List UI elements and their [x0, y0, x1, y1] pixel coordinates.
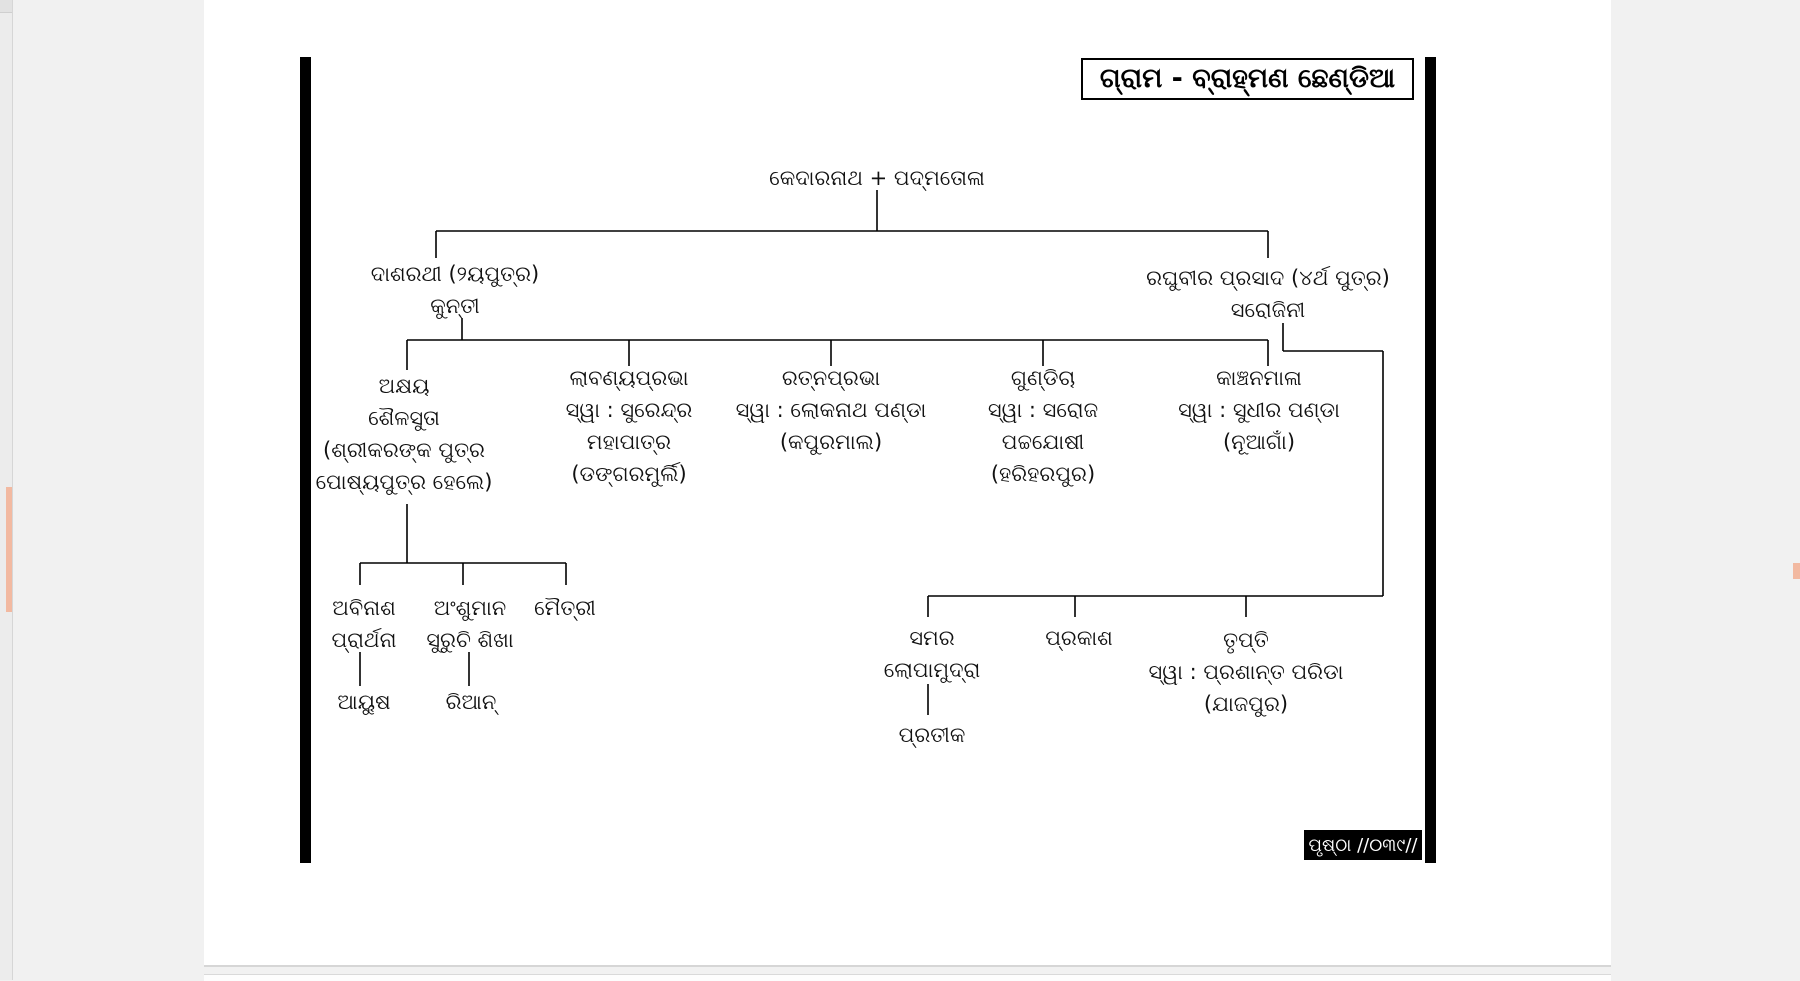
person-anshuman: ଅଂଶୁମାନ ସୁରୁଚି ଶିଖା [426, 592, 513, 656]
right-scroll-marker[interactable] [1793, 563, 1800, 579]
person-line: ଲାବଣ୍ୟପ୍ରଭା [569, 366, 689, 390]
person-line: ପ୍ରତୀକ [898, 723, 966, 747]
person-pratik: ପ୍ରତୀକ [899, 719, 966, 751]
person-ratnaprabha: ରତ୍ନପ୍ରଭା ସ୍ୱା : ଲୋକନାଥ ପଣ୍ଡା (କପୁରମାଲ) [736, 362, 927, 458]
person-line: ସ୍ୱା : ସରୋଜ [987, 398, 1099, 422]
person-line: ପ୍ରାର୍ଥନା [331, 628, 397, 652]
person-line: ଅଂଶୁମାନ [433, 596, 507, 620]
person-samar: ସମର ଲୋପାମୁଦ୍ରା [884, 622, 981, 686]
person-line: ଅବିନାଶ [332, 596, 396, 620]
page-number: ପୃଷ୍ଠା //୦୩୯// [1304, 830, 1422, 860]
person-raghubir: ରଘୁବୀର ପ୍ରସାଦ (୪ର୍ଥ ପୁତ୍ର) ସରୋଜିନୀ [1146, 262, 1390, 326]
person-line: ରଘୁବୀର ପ୍ରସାଦ (୪ର୍ଥ ପୁତ୍ର) [1146, 266, 1390, 290]
left-scroll-marker[interactable] [6, 487, 12, 612]
person-line: ସ୍ୱା : ସୁଧୀର ପଣ୍ଡା [1178, 398, 1340, 422]
person-kanchanamala: କାଞ୍ଚନମାଳା ସ୍ୱା : ସୁଧୀର ପଣ୍ଡା (ନୂଆଗାଁ) [1178, 362, 1340, 458]
next-page-edge [204, 974, 1611, 981]
person-line: ଦାଶରଥୀ (୨ୟପୁତ୍ର) [370, 262, 540, 286]
person-line: ଅକ୍ଷୟ [378, 374, 430, 398]
person-tripti: ତୃପ୍ତି ସ୍ୱା : ପ୍ରଶାନ୍ତ ପରିଡା (ଯାଜପୁର) [1149, 624, 1344, 720]
person-line: ଆୟୁଷ [337, 690, 391, 714]
person-line: ପ୍ରକାଶ [1045, 626, 1113, 650]
person-labanyaprabha: ଲାବଣ୍ୟପ୍ରଭା ସ୍ୱା : ସୁରେନ୍ଦ୍ର ମହାପାତ୍ର (ଡ… [566, 362, 693, 490]
person-abinash: ଅବିନାଶ ପ୍ରାର୍ଥନା [332, 592, 397, 656]
person-line: ରତ୍ନପ୍ରଭା [781, 366, 881, 390]
person-line: ତୃପ୍ତି [1223, 628, 1269, 652]
person-line: ମୈତ୍ରୀ [534, 596, 596, 620]
person-line: ସ୍ୱା : ପ୍ରଶାନ୍ତ ପରିଡା [1148, 660, 1344, 684]
person-line: (ହରିହରପୁର) [990, 462, 1096, 486]
person-line: (ଡଙ୍ଗରମୁର୍ଲି) [571, 462, 687, 486]
person-prakash: ପ୍ରକାଶ [1045, 622, 1113, 654]
person-rian: ରିଆନ୍ [446, 686, 497, 718]
left-border-bar [300, 57, 311, 863]
person-line: ମହାପାତ୍ର [586, 430, 672, 454]
person-line: (କପୁରମାଲ) [779, 430, 883, 454]
person-root-couple: କେଦାରନାଥ + ପଦ୍ମତୋଳା [769, 162, 985, 194]
person-line: ରିଆନ୍ [445, 690, 497, 714]
person-dasarathi: ଦାଶରଥୀ (୨ୟପୁତ୍ର) କୁନ୍ତୀ [371, 258, 540, 322]
person-line: ସୁରୁଚି ଶିଖା [426, 628, 514, 652]
person-maitri: ମୈତ୍ରୀ [534, 592, 596, 624]
person-line: ଗୁଣ୍ଡିଚା [1010, 366, 1076, 390]
person-line: କାଞ୍ଚନମାଳା [1216, 366, 1302, 390]
right-border-bar [1425, 57, 1436, 863]
document-page [204, 0, 1611, 967]
person-ayush: ଆୟୁଷ [337, 686, 390, 718]
person-line: ପୋଷ୍ୟପୁତ୍ର ହେଲେ) [315, 470, 493, 494]
person-line: ସରୋଜିନୀ [1230, 298, 1306, 322]
person-line: (ଶ୍ରୀକରଙ୍କ ପୁତ୍ର [323, 438, 485, 462]
left-panel-tab[interactable] [0, 0, 12, 13]
page-title: ଗ୍ରାମ - ବ୍ରାହ୍ମଣ ଛେଣ୍ଡିଆ [1081, 58, 1414, 100]
person-line: ସ୍ୱା : ସୁରେନ୍ଦ୍ର [565, 398, 693, 422]
person-line: ସ୍ୱା : ଲୋକନାଥ ପଣ୍ଡା [735, 398, 927, 422]
person-gundicha: ଗୁଣ୍ଡିଚା ସ୍ୱା : ସରୋଜ ପଚ୍ଚଯୋଷୀ (ହରିହରପୁର) [988, 362, 1098, 490]
person-akshaya: ଅକ୍ଷୟ ଶୈଳସୁତା (ଶ୍ରୀକରଙ୍କ ପୁତ୍ର ପୋଷ୍ୟପୁତ୍… [316, 370, 493, 498]
person-line: ସମର [909, 626, 955, 650]
person-line: କୁନ୍ତୀ [430, 294, 480, 318]
person-line: (ଯାଜପୁର) [1203, 692, 1289, 716]
person-line: କେଦାରନାଥ + ପଦ୍ମତୋଳା [769, 166, 985, 190]
person-line: (ନୂଆଗାଁ) [1222, 430, 1296, 454]
person-line: ଲୋପାମୁଦ୍ରା [883, 658, 981, 682]
person-line: ପଚ୍ଚଯୋଷୀ [1001, 430, 1085, 454]
person-line: ଶୈଳସୁତା [368, 406, 440, 430]
